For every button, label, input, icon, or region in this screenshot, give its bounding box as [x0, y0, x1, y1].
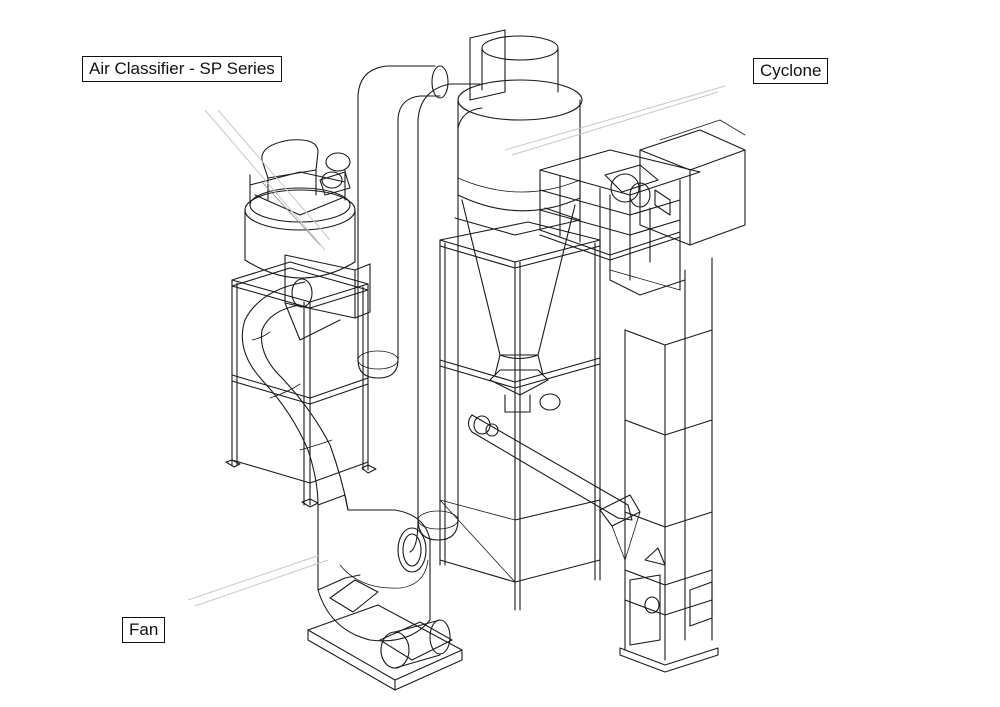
cyclone-support-frame — [439, 207, 601, 611]
riser-duct — [357, 65, 483, 553]
fan-unit — [307, 494, 463, 691]
fan-label: Fan — [122, 617, 166, 643]
cyclone-leader-2 — [511, 91, 719, 156]
fan-leader-2 — [194, 559, 329, 607]
bucket-elevator — [619, 119, 746, 673]
air-classifier-leader-2 — [217, 109, 331, 241]
cyclone-leader — [504, 85, 726, 151]
air-classifier-leader — [204, 109, 326, 251]
cyclone-unit — [457, 29, 583, 413]
air-classifier-unit — [244, 139, 371, 341]
air-classifier-label: Air Classifier - SP Series — [82, 56, 282, 82]
classifier-to-fan-duct — [241, 278, 349, 511]
service-platform — [539, 149, 701, 296]
leader-lines — [187, 85, 726, 607]
cyclone-label: Cyclone — [753, 58, 829, 84]
fan-leader — [187, 554, 321, 601]
screw-conveyor — [467, 414, 641, 561]
classifier-support-frame — [225, 261, 377, 508]
